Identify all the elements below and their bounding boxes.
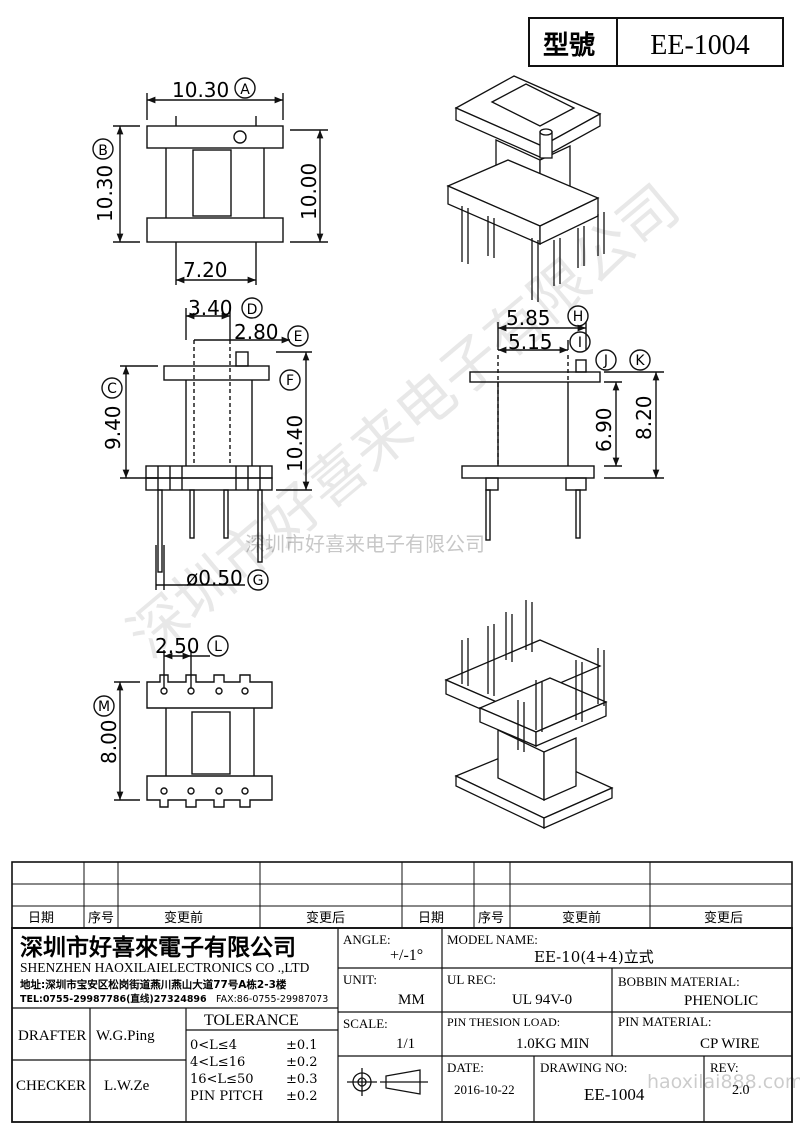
tolerance-value: ±0.3 (286, 1072, 318, 1087)
bobbin-material-value: PHENOLIC (684, 993, 758, 1009)
dim-a-tag: A (240, 82, 250, 98)
tolerance-range: 4<L≤16 (190, 1055, 245, 1070)
dim-l: 2.50 (155, 634, 200, 658)
dim-c-tag: C (107, 381, 117, 397)
company-name-cn: 深圳市好喜來電子有限公司 (20, 934, 296, 961)
header-after-1: 变更后 (306, 910, 345, 926)
title-grid (11, 927, 793, 1123)
dim-a: 10.30 (172, 78, 229, 102)
ul-rec-label: UL REC: (447, 972, 496, 987)
tolerance-title: TOLERANCE (204, 1012, 299, 1029)
dim-b: 10.30 (93, 165, 117, 222)
dim-i: 5.15 (508, 330, 553, 354)
revision-table-headers: 日期 序号 变更前 变更后 日期 序号 变更前 变更后 (28, 910, 743, 926)
tolerance-range: 16<L≤50 (190, 1072, 254, 1087)
header-before-1: 变更前 (164, 910, 203, 926)
header-seq-2: 序号 (478, 911, 504, 926)
dim-d-tag: D (247, 302, 258, 318)
dim-h: 5.85 (506, 306, 551, 330)
unit-value: MM (398, 992, 425, 1008)
dim-b-tag: B (98, 143, 108, 159)
dim-g: ø0.50 (186, 566, 243, 590)
header-seq-1: 序号 (88, 911, 114, 926)
tolerance-value: ±0.2 (286, 1055, 318, 1070)
pin-material-value: CP WIRE (700, 1036, 760, 1052)
pin-tension-label: PIN THESION LOAD: (447, 1015, 560, 1029)
model-name-value: EE-10(4+4)立式 (534, 948, 654, 966)
dim-e: 2.80 (234, 320, 279, 344)
dim-j: 6.90 (592, 407, 616, 452)
dim-e-tag: E (294, 329, 303, 345)
bottom-view (93, 635, 273, 808)
dim-f-tag: F (286, 373, 294, 389)
rev-value: 2.0 (732, 1083, 750, 1098)
dim-k: 8.20 (632, 395, 656, 440)
company-address: 地址:深圳市宝安区松岗街道燕川燕山大道77号A栋2-3楼 (20, 978, 287, 991)
dim-m: 8.00 (97, 719, 121, 764)
tolerance-value: ±0.1 (286, 1038, 318, 1053)
angle-value: +/-1° (390, 947, 423, 964)
title-block: 型號 EE-1004 (528, 17, 784, 67)
dim-m-tag: M (98, 699, 110, 715)
company-name-en: SHENZHEN HAOXILAIELECTRONICS CO .,LTD (20, 960, 310, 975)
isometric-view-bottom (444, 600, 614, 830)
angle-label: ANGLE: (343, 932, 391, 947)
top-view (92, 77, 328, 285)
unit-label: UNIT: (343, 972, 377, 987)
header-date-2: 日期 (418, 911, 444, 926)
scale-value: 1/1 (396, 1036, 415, 1052)
company-fax: FAX:86-0755-29987073 (216, 994, 328, 1005)
header-after-2: 变更后 (704, 910, 743, 926)
header-before-2: 变更前 (562, 910, 601, 926)
isometric-view-top (446, 75, 605, 302)
dim-h-tag: H (573, 309, 584, 325)
watermark-url: haoxilai888.com (647, 1071, 800, 1093)
dim-k-tag: K (635, 353, 645, 369)
dim-bottom-width: 7.20 (183, 258, 228, 282)
dim-l-tag: L (214, 639, 222, 655)
tolerance-list: 0<L≤4 ±0.1 4<L≤16 ±0.2 16<L≤50 ±0.3 PIN … (190, 1038, 318, 1104)
revision-table (11, 861, 793, 929)
drawing-no-label: DRAWING NO: (540, 1060, 627, 1075)
dim-c: 9.40 (101, 405, 125, 450)
checker-label: CHECKER (16, 1078, 86, 1094)
drafter-name: W.G.Ping (96, 1028, 155, 1044)
model-label: 型號 (543, 31, 595, 61)
drafter-label: DRAFTER (18, 1028, 86, 1044)
tolerance-range: 0<L≤4 (190, 1038, 237, 1053)
checker-name: L.W.Ze (104, 1078, 150, 1094)
rev-label: REV: (710, 1060, 739, 1075)
ul-rec-value: UL 94V-0 (512, 992, 572, 1008)
drawing-no-value: EE-1004 (584, 1085, 645, 1104)
header-date-1: 日期 (28, 911, 54, 926)
company-tel: TEL:0755-29987786(直线)27324896 (20, 993, 207, 1005)
projection-symbol-icon (347, 1068, 428, 1096)
pin-tension-value: 1.0KG MIN (516, 1036, 589, 1052)
dim-i-tag: I (578, 335, 582, 351)
scale-label: SCALE: (343, 1016, 388, 1031)
date-value: 2016-10-22 (454, 1082, 515, 1097)
dim-g-tag: G (253, 573, 264, 589)
dim-j-tag: J (603, 353, 608, 369)
bobbin-material-label: BOBBIN MATERIAL: (618, 974, 740, 989)
date-label: DATE: (447, 1060, 484, 1075)
dim-d: 3.40 (188, 296, 233, 320)
pin-material-label: PIN MATERIAL: (618, 1014, 712, 1029)
tolerance-range: PIN PITCH (190, 1089, 263, 1104)
front-view (101, 297, 312, 591)
side-view (461, 305, 664, 541)
watermark-center: 深圳市好喜来电子有限公司 (245, 532, 485, 556)
model-number: EE-1004 (650, 30, 750, 61)
dim-f: 10.40 (283, 415, 307, 472)
dim-height-right: 10.00 (297, 163, 321, 220)
tolerance-value: ±0.2 (286, 1089, 318, 1104)
model-name-label: MODEL NAME: (447, 932, 538, 947)
